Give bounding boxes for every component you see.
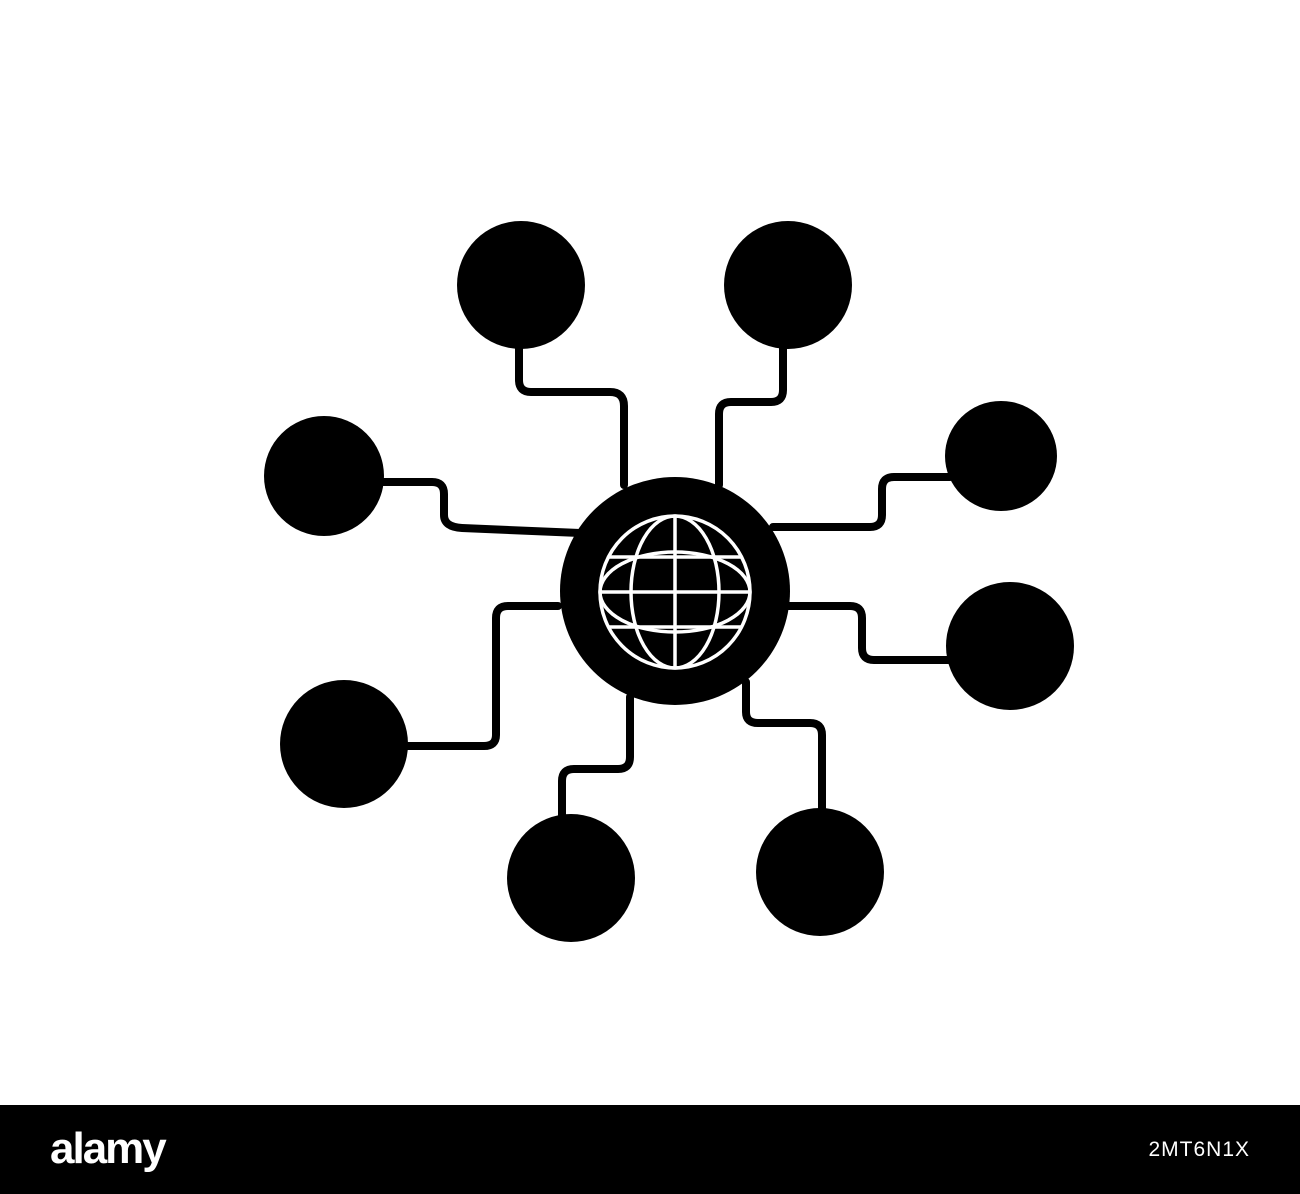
watermark-bar: alamy 2MT6N1X [0,1105,1300,1194]
connector-bottom-right [742,678,826,812]
node-left [264,416,384,536]
node-top-right [724,221,852,349]
node-lower-right [946,582,1074,710]
connector-top-right [715,341,787,489]
node-top-left [457,221,585,349]
node-bottom-right [756,808,884,936]
image-id-label: 2MT6N1X [1148,1138,1250,1161]
connector-bottom-left [558,693,634,822]
diagram-canvas [264,221,1074,942]
hub-node [560,477,790,705]
connector-lower-left [400,602,562,750]
connector-lower-right [784,602,959,664]
connector-right [769,473,954,531]
brand-logo: alamy [50,1124,167,1173]
connector-left [378,478,584,537]
node-lower-left [280,680,408,808]
network-diagram [264,221,1074,942]
connector-top-left [515,341,628,489]
node-right [945,401,1057,511]
node-bottom-left [507,814,635,942]
globe-icon [598,514,752,670]
